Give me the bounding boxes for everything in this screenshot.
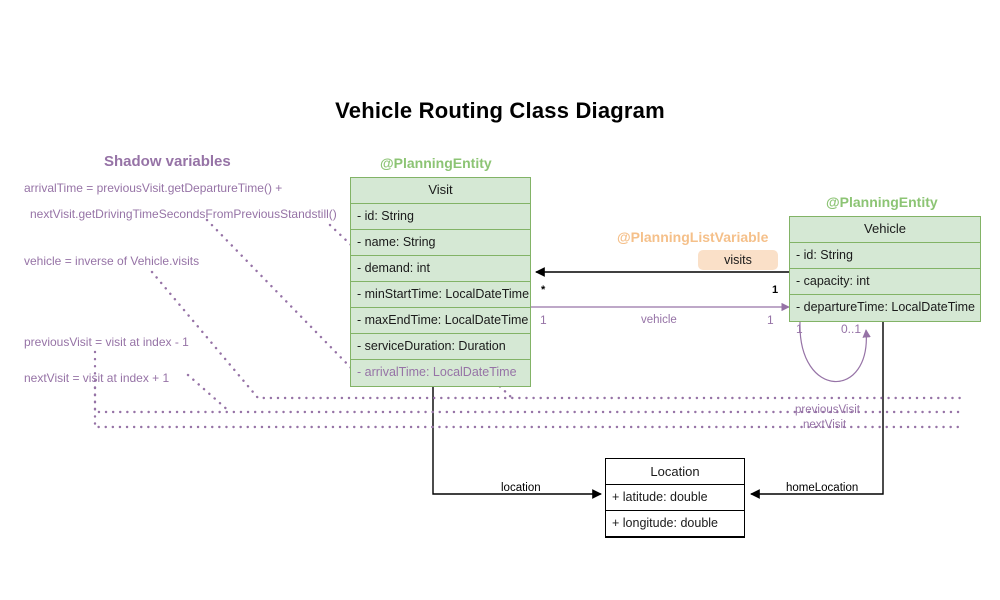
vehicle-class-name: Vehicle <box>790 217 980 243</box>
visit-field-name: - name: String <box>351 230 530 256</box>
edge-location <box>432 382 602 499</box>
shadow-leader-diagonal-b <box>186 373 232 414</box>
edge-visits-target-mult: * <box>541 284 546 296</box>
edge-self-loop-source-mult: 1 <box>796 322 803 336</box>
visit-stereotype: @PlanningEntity <box>380 155 492 171</box>
class-box-location[interactable]: Location + latitude: double + longitude:… <box>605 458 745 538</box>
location-field-longitude: + longitude: double <box>606 511 744 537</box>
vehicle-stereotype: @PlanningEntity <box>826 194 938 210</box>
shadow-leader-arrivaltime <box>205 218 357 374</box>
visit-field-demand: - demand: int <box>351 256 530 282</box>
shadow-variable-arrivaltime-line2: nextVisit.getDrivingTimeSecondsFromPrevi… <box>30 207 337 221</box>
location-class-name: Location <box>606 459 744 485</box>
edge-visits-source-mult: 1 <box>772 284 779 296</box>
edge-next-visit-label: nextVisit <box>803 419 847 431</box>
shadow-variable-arrivaltime-line1: arrivalTime = previousVisit.getDeparture… <box>24 181 283 195</box>
class-box-visit[interactable]: Visit - id: String - name: String - dema… <box>350 177 531 387</box>
class-box-vehicle[interactable]: Vehicle - id: String - capacity: int - d… <box>789 216 981 322</box>
visit-field-serviceduration: - serviceDuration: Duration <box>351 334 530 360</box>
shadow-variables-title: Shadow variables <box>104 153 231 170</box>
vehicle-field-id: - id: String <box>790 243 980 269</box>
edge-location-label: location <box>501 482 541 494</box>
edge-previous-visit-label: previousVisit <box>795 404 860 416</box>
location-field-latitude: + latitude: double <box>606 485 744 511</box>
shadow-variable-nextvisit: nextVisit = visit at index + 1 <box>24 371 170 385</box>
edge-home-location-label: homeLocation <box>786 482 859 494</box>
vehicle-field-departuretime: - departureTime: LocalDateTime <box>796 300 976 314</box>
visit-field-minstarttime: - minStartTime: LocalDateTime <box>351 282 530 308</box>
page-title: Vehicle Routing Class Diagram <box>335 98 665 123</box>
shadow-variable-previousvisit: previousVisit = visit at index - 1 <box>24 335 189 349</box>
vehicle-field-capacity: - capacity: int <box>790 269 980 295</box>
visits-badge[interactable]: visits <box>698 250 778 270</box>
edge-vehicle-target-mult: 1 <box>767 313 774 327</box>
visit-field-maxendtime: - maxEndTime: LocalDateTime <box>351 308 530 334</box>
shadow-variable-vehicle: vehicle = inverse of Vehicle.visits <box>24 254 200 268</box>
visit-field-arrivaltime: - arrivalTime: LocalDateTime <box>357 365 517 379</box>
planning-list-variable-stereotype: @PlanningListVariable <box>617 229 769 245</box>
edge-vehicle-role-label: vehicle <box>641 314 677 326</box>
edge-self-loop-target-mult: 0..1 <box>841 322 862 336</box>
visit-field-id: - id: String <box>351 204 530 230</box>
edge-vehicle-source-mult: 1 <box>540 313 547 327</box>
visit-class-name: Visit <box>351 178 530 204</box>
